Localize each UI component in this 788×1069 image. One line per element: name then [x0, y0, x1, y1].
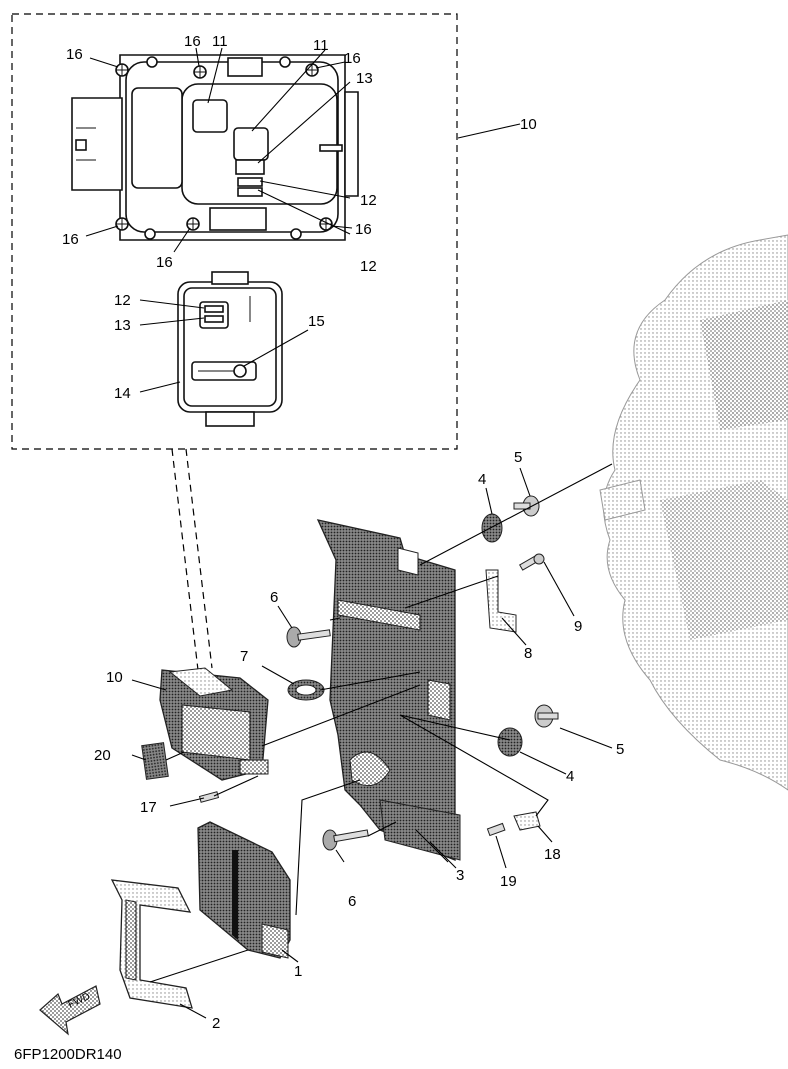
callout-15: 15: [308, 313, 325, 330]
callout-20: 20: [94, 747, 111, 764]
callout-13: 13: [356, 70, 373, 87]
fwd-arrow-icon: FWD: [39, 985, 101, 1036]
callout-16: 16: [62, 231, 79, 248]
diagram-code: 6FP1200DR140: [14, 1046, 122, 1063]
callout-10: 10: [520, 116, 537, 133]
box-top-view: [71, 54, 359, 241]
callout-2: 2: [212, 1015, 220, 1032]
callout-11: 11: [313, 37, 329, 54]
callout-12: 12: [114, 292, 131, 309]
bolt-17: [198, 791, 220, 803]
grommet-4-lower: [497, 727, 523, 757]
bolt-19: [486, 822, 506, 837]
callout-16: 16: [66, 46, 83, 63]
callouts: 16 16 11 11 16 13 10 12 16 16 16 12 12 1…: [62, 33, 624, 1032]
callout-16: 16: [184, 33, 201, 50]
callout-16: 16: [344, 50, 361, 67]
callout-5: 5: [616, 741, 624, 758]
callout-1: 1: [294, 963, 302, 980]
callout-18: 18: [544, 846, 561, 863]
ecm-1: [197, 821, 291, 959]
bolt-6-upper: [286, 626, 331, 648]
callout-4: 4: [478, 471, 486, 488]
callout-16: 16: [355, 221, 372, 238]
bracket-2: [110, 879, 193, 1009]
main-leaders: [131, 463, 613, 1019]
callout-10: 10: [106, 669, 123, 686]
callout-11: 11: [212, 33, 228, 50]
callout-19: 19: [500, 873, 517, 890]
bolt-9: [519, 553, 545, 571]
callout-9: 9: [574, 618, 582, 635]
engine-background: [599, 234, 788, 791]
inset-leaders: [85, 47, 521, 393]
callout-13: 13: [114, 317, 131, 334]
callout-3: 3: [456, 867, 464, 884]
callout-17: 17: [140, 799, 157, 816]
pad-20: [141, 742, 169, 780]
grommet-4-upper: [481, 513, 503, 543]
callout-12: 12: [360, 258, 377, 275]
bracket-3: [316, 519, 461, 861]
callout-14: 14: [114, 385, 131, 402]
callout-6: 6: [270, 589, 278, 606]
detail-inset: [11, 13, 521, 671]
callout-6: 6: [348, 893, 356, 910]
clamp-7: [287, 679, 325, 701]
clamp-8: [485, 569, 517, 633]
collar-5-lower: [534, 704, 559, 728]
bolt-6-lower: [322, 829, 369, 851]
clip-18: [513, 811, 541, 831]
relay-box-10: [159, 667, 269, 781]
callout-8: 8: [524, 645, 532, 662]
box-lid-view: [177, 271, 283, 427]
callout-4: 4: [566, 768, 574, 785]
callout-12: 12: [360, 192, 377, 209]
callout-16: 16: [156, 254, 173, 271]
callout-7: 7: [240, 648, 248, 665]
callout-5: 5: [514, 449, 522, 466]
